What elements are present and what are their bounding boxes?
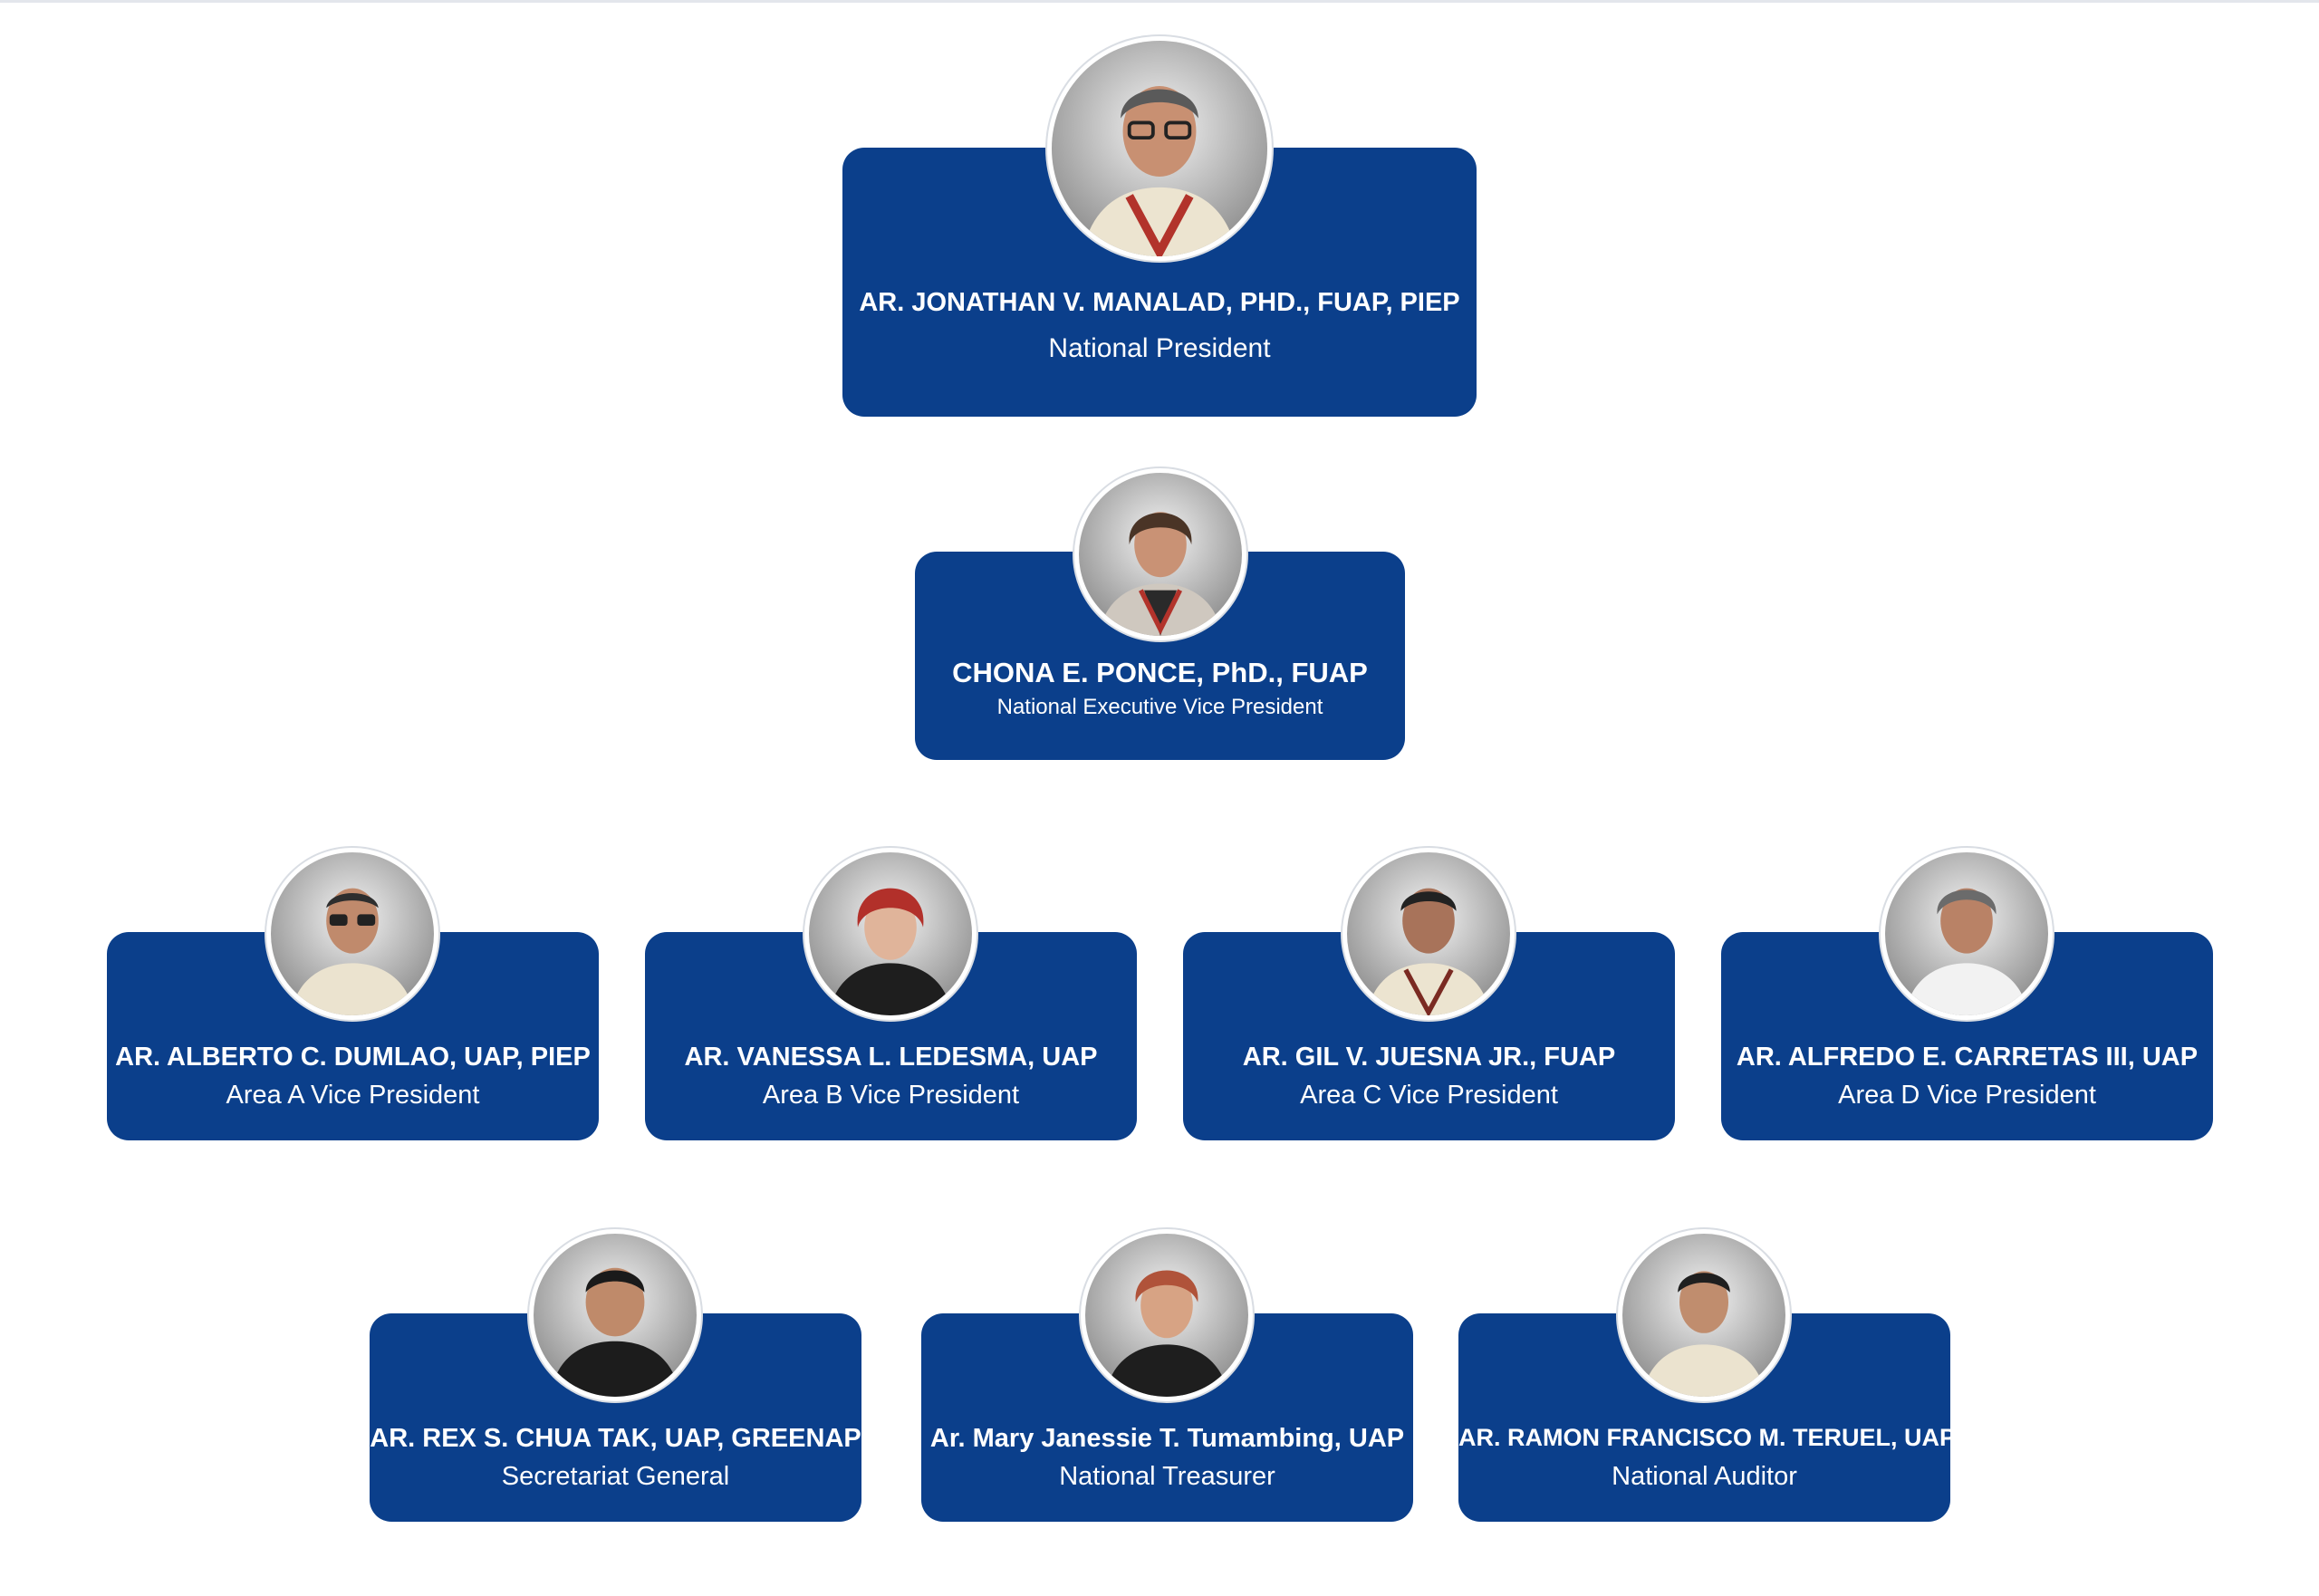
person-portrait-icon xyxy=(1052,41,1267,256)
officer-role: Area D Vice President xyxy=(1838,1081,2096,1110)
officer-name: AR. REX S. CHUA TAK, UAP, GREENAP xyxy=(370,1424,861,1453)
officer-photo-avatar xyxy=(1081,1229,1253,1401)
officer-photo-avatar xyxy=(1074,468,1246,640)
officer-card-national-treasurer[interactable]: Ar. Mary Janessie T. Tumambing, UAP Nati… xyxy=(921,1313,1413,1522)
officer-photo-avatar xyxy=(1618,1229,1790,1401)
officer-photo-avatar xyxy=(804,848,977,1020)
officer-photo-avatar xyxy=(1881,848,2053,1020)
officer-role: Secretariat General xyxy=(501,1462,730,1491)
person-portrait-icon xyxy=(1885,852,2048,1015)
top-divider xyxy=(0,0,2319,3)
officer-role: National President xyxy=(1048,333,1271,363)
person-portrait-icon xyxy=(809,852,972,1015)
officer-photo-avatar xyxy=(1342,848,1515,1020)
officer-role: National Treasurer xyxy=(1059,1462,1275,1491)
person-portrait-icon xyxy=(1347,852,1510,1015)
officer-name: AR. ALBERTO C. DUMLAO, UAP, PIEP xyxy=(115,1043,591,1072)
officer-role: National Executive Vice President xyxy=(996,695,1323,719)
officer-name: AR. RAMON FRANCISCO M. TERUEL, UAP xyxy=(1458,1424,1956,1451)
person-portrait-icon xyxy=(271,852,434,1015)
officer-role: National Auditor xyxy=(1612,1462,1797,1491)
person-portrait-icon xyxy=(534,1234,697,1397)
officer-role: Area C Vice President xyxy=(1300,1081,1558,1110)
person-portrait-icon xyxy=(1085,1234,1248,1397)
officer-role: Area A Vice President xyxy=(226,1081,480,1110)
person-portrait-icon xyxy=(1079,473,1242,636)
officer-name: AR. ALFREDO E. CARRETAS III, UAP xyxy=(1736,1043,2199,1072)
officer-role: Area B Vice President xyxy=(762,1081,1020,1110)
officer-name: AR. VANESSA L. LEDESMA, UAP xyxy=(684,1043,1098,1072)
officer-name: AR. JONATHAN V. MANALAD, PHD., FUAP, PIE… xyxy=(859,288,1460,317)
officer-photo-avatar xyxy=(1047,36,1272,261)
officer-name: CHONA E. PONCE, PhD., FUAP xyxy=(952,657,1368,688)
officer-photo-avatar xyxy=(266,848,438,1020)
officer-photo-avatar xyxy=(529,1229,701,1401)
officer-name: AR. GIL V. JUESNA JR., FUAP xyxy=(1242,1043,1616,1072)
officer-name: Ar. Mary Janessie T. Tumambing, UAP xyxy=(929,1424,1405,1453)
person-portrait-icon xyxy=(1622,1234,1785,1397)
